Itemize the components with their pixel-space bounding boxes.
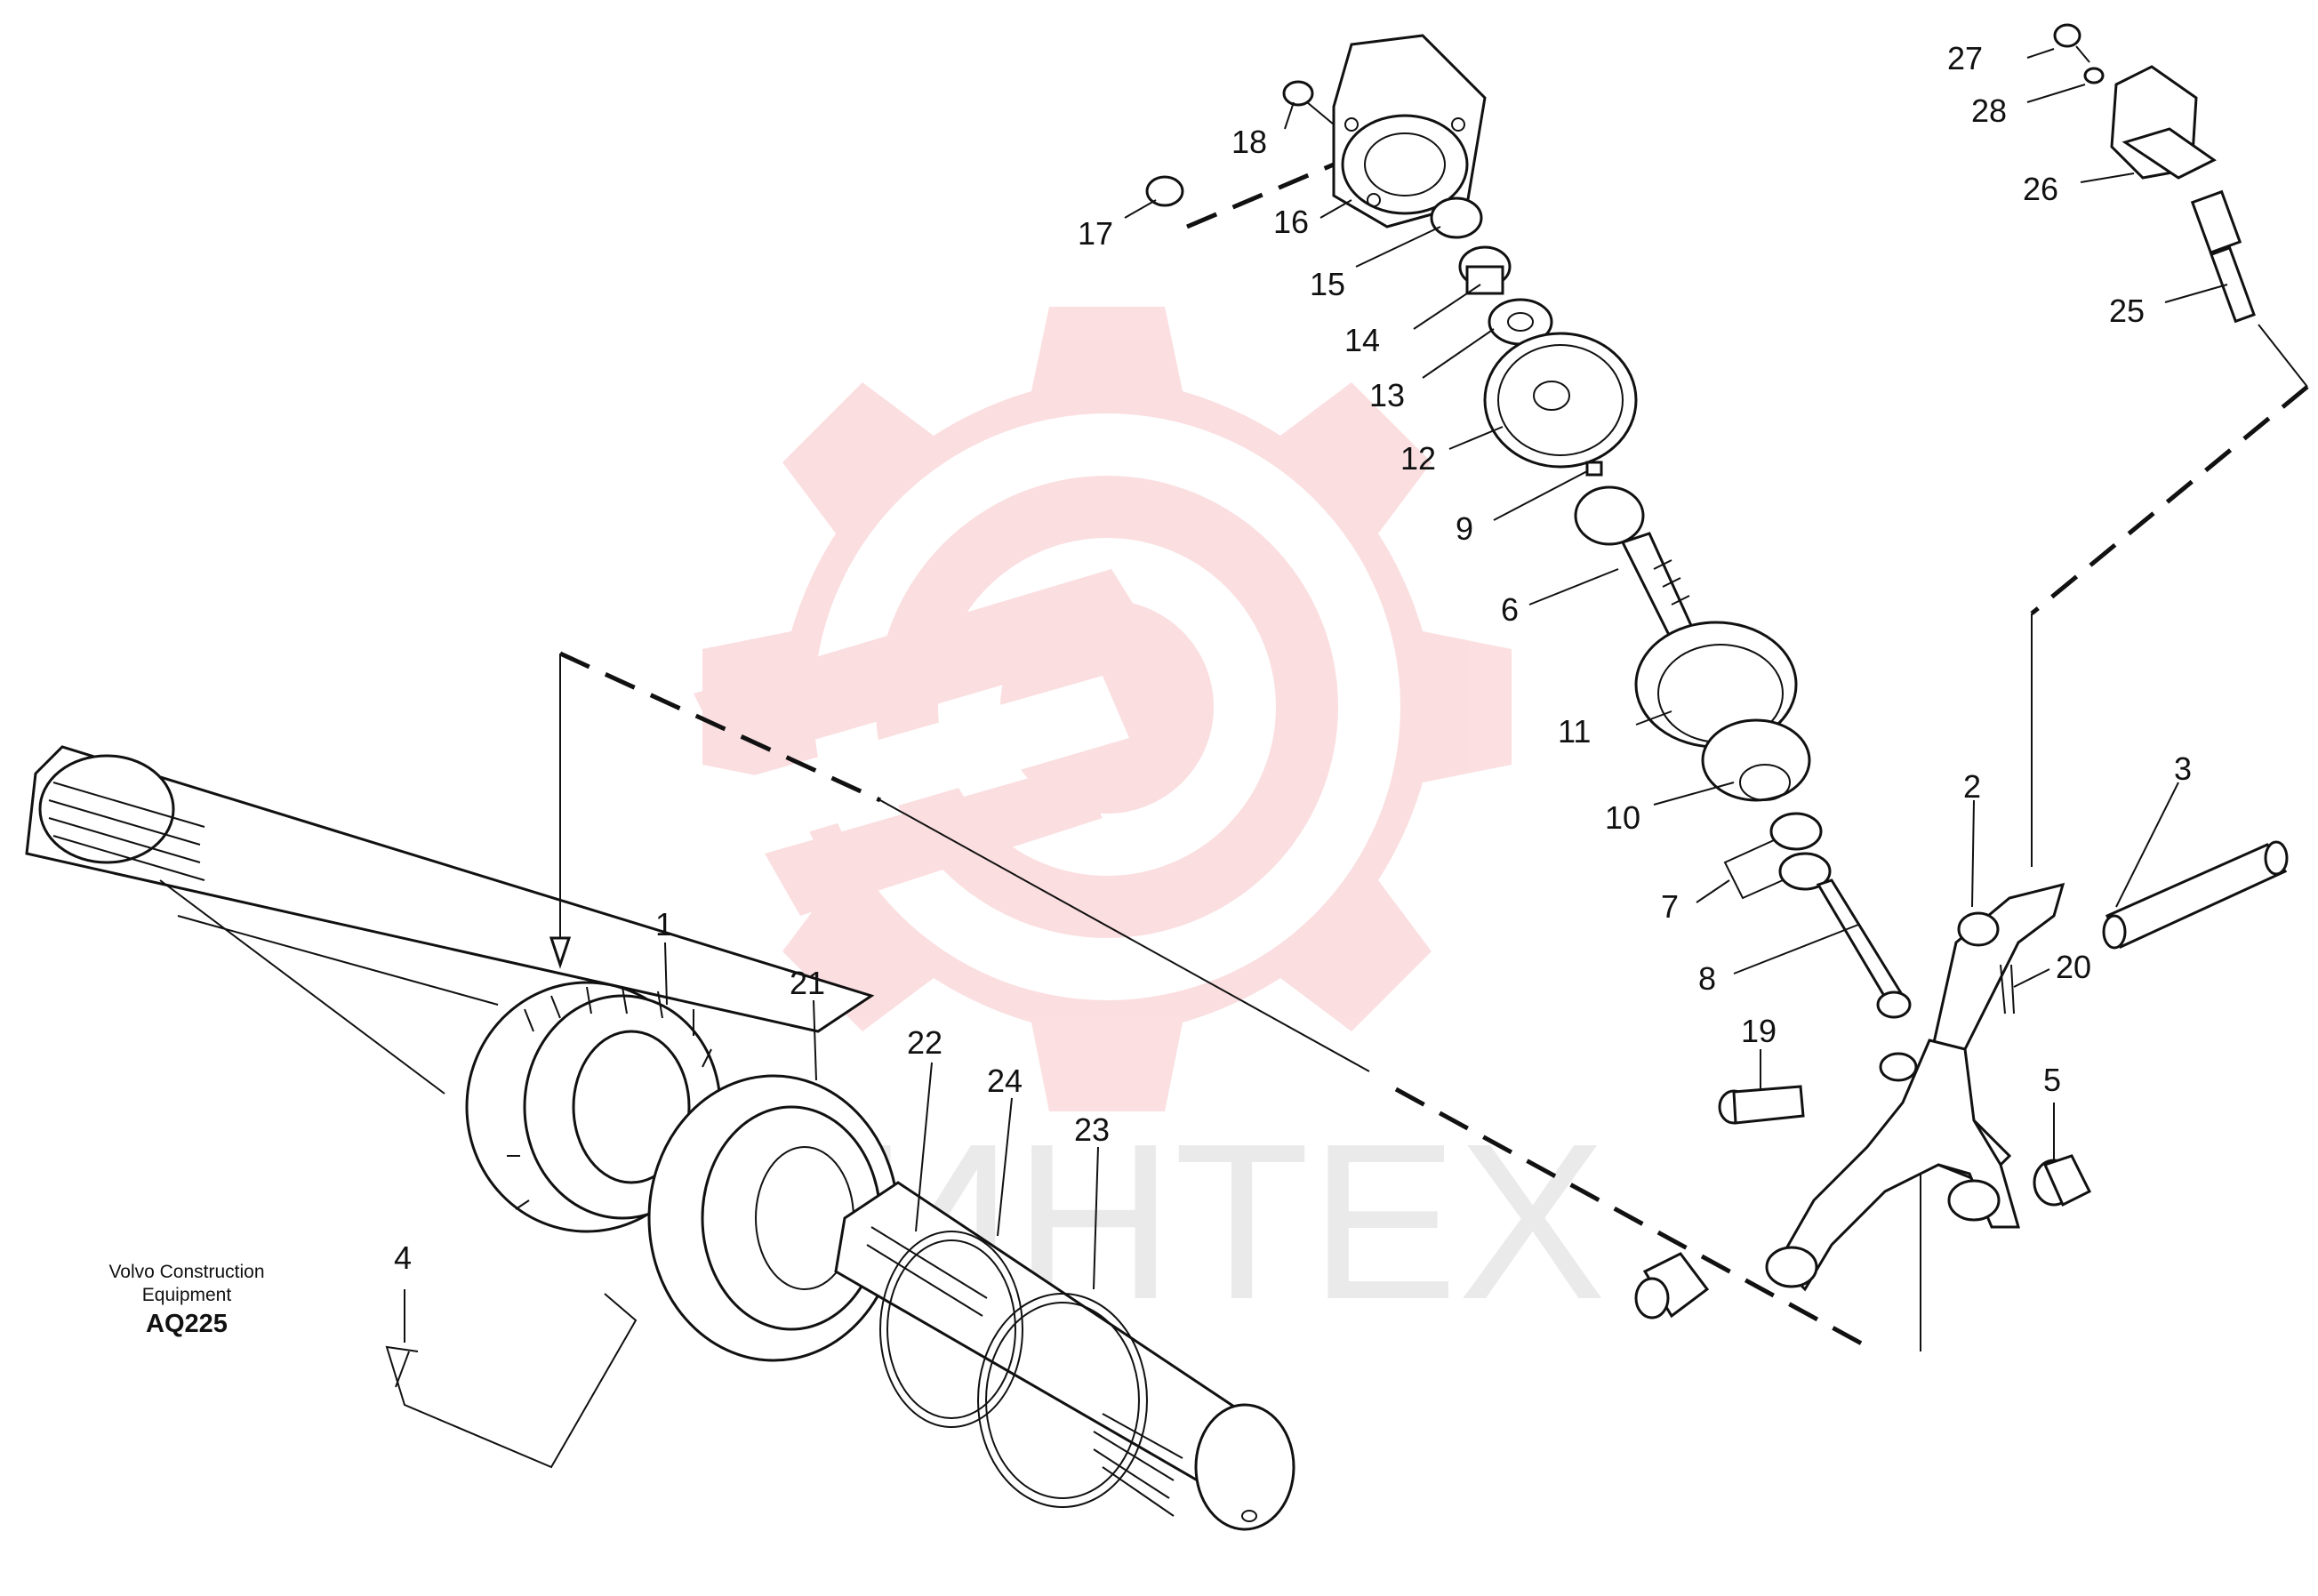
caption-line-1: Volvo Construction	[108, 1262, 264, 1282]
synchronizer-ring	[465, 981, 722, 1233]
callout-28: 28	[1971, 92, 2007, 129]
callout-4: 4	[394, 1239, 412, 1276]
callout-18: 18	[1231, 124, 1267, 160]
callout-27: 27	[1947, 40, 1983, 76]
diaphragm-12	[1483, 332, 1638, 469]
nut-27	[2053, 23, 2090, 63]
caption-block: Volvo Construction Equipment AQ225	[108, 1262, 264, 1338]
callout-15: 15	[1310, 266, 1345, 302]
fork-dashed-line	[1920, 385, 2309, 1351]
callout-10: 10	[1605, 799, 1640, 836]
callout-13: 13	[1369, 377, 1405, 413]
callout-6: 6	[1501, 591, 1519, 628]
bolt-18	[1282, 80, 1335, 125]
main-shaft	[25, 745, 875, 1095]
shift-rail-3	[2102, 840, 2289, 950]
shift-fork	[1765, 1039, 2020, 1292]
bolt-19	[1718, 1085, 1805, 1125]
shift-lever-2	[1928, 882, 2065, 1069]
callout-5: 5	[2043, 1062, 2061, 1098]
bellows-11	[1634, 621, 1798, 749]
callout-14: 14	[1344, 322, 1380, 358]
callout-12: 12	[1400, 440, 1436, 477]
pin-9	[1585, 461, 1603, 477]
splined-shaft-end	[834, 1181, 1295, 1531]
cotter-pin-20	[2000, 964, 2015, 1015]
bracket-26	[2110, 65, 2217, 180]
callout-19: 19	[1741, 1013, 1777, 1049]
assembly-dashed-line	[549, 651, 1878, 1354]
callout-9: 9	[1456, 510, 1473, 547]
piston-6	[1574, 485, 1696, 642]
adjuster-5	[2033, 1154, 2092, 1207]
bolt-fork-left	[1634, 1252, 1710, 1319]
caption-code: AQ225	[146, 1310, 228, 1338]
callout-25: 25	[2109, 293, 2145, 329]
callout-16: 16	[1273, 204, 1309, 240]
seal-10	[1701, 718, 1811, 802]
o-ring-15	[1430, 196, 1483, 239]
snap-ring-23	[977, 1293, 1148, 1508]
callouts: 1 2 3 4 5 6 7 8 9 10 11 12 13 14 15 16 1…	[394, 40, 2192, 1276]
wire-spring	[385, 1293, 638, 1469]
housing-cover	[1332, 34, 1487, 229]
callout-2: 2	[1963, 768, 1981, 805]
callout-11: 11	[1558, 713, 1591, 750]
washer-28	[2083, 67, 2105, 84]
caption-line-2: Equipment	[142, 1285, 232, 1305]
switch-25	[2190, 189, 2308, 388]
callout-20: 20	[2056, 949, 2091, 985]
snap-ring-22	[879, 1231, 1023, 1428]
leader-lines	[404, 48, 2228, 1343]
callout-22: 22	[907, 1024, 942, 1061]
callout-3: 3	[2174, 750, 2192, 787]
callout-24: 24	[987, 1063, 1023, 1099]
valve-14	[1458, 245, 1512, 295]
callout-23: 23	[1074, 1111, 1110, 1148]
watermark-gear-logo	[694, 307, 1512, 1111]
callout-26: 26	[2023, 171, 2058, 207]
nuts-7	[1723, 812, 1832, 900]
callout-8: 8	[1698, 960, 1716, 997]
filter-plug-17	[1145, 162, 1335, 229]
rod-8	[1816, 878, 1912, 1019]
callout-17: 17	[1078, 215, 1113, 252]
callout-21: 21	[790, 965, 825, 1001]
callout-7: 7	[1661, 888, 1679, 925]
callout-1: 1	[655, 906, 673, 942]
